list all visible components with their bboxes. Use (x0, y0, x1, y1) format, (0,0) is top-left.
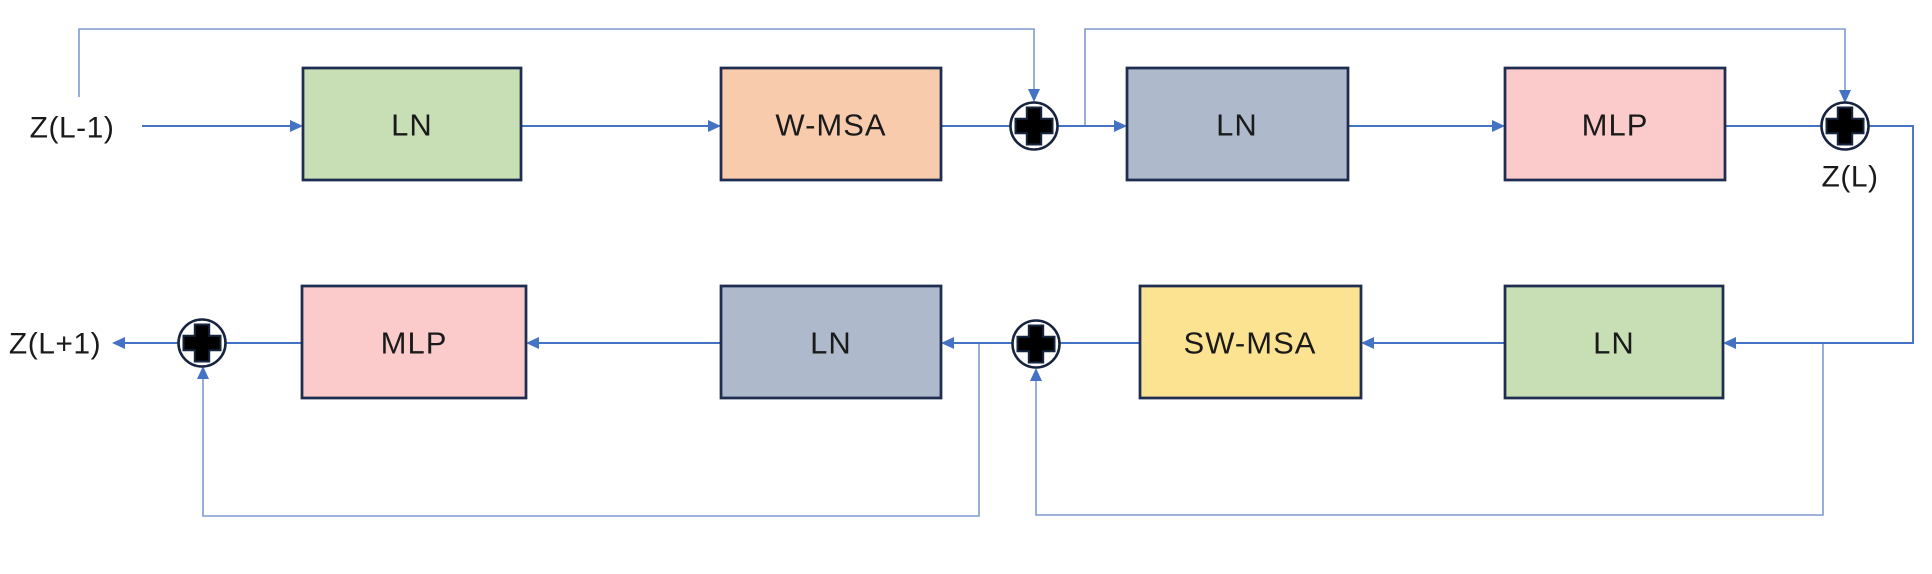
block-bottom-swmsa: SW-MSA (1138, 284, 1363, 400)
block-bottom-swmsa-label: SW-MSA (1184, 326, 1317, 361)
block-top-ln1-box (301, 66, 523, 182)
block-bottom-ln1-box (1503, 284, 1725, 400)
block-top-mlp-box (1503, 66, 1727, 182)
skip-connection-input-to-add1 (78, 28, 1040, 102)
input-label: Z(L-1) (30, 112, 115, 145)
add-operator-icon (1820, 101, 1870, 151)
block-bottom-ln2-box (719, 284, 943, 400)
block-bottom-ln2: LN (719, 284, 943, 400)
skip-connection-add1-to-add2 (1084, 28, 1851, 126)
add-operator-icon (1011, 319, 1061, 369)
skip-connection-zl-to-add3 (1030, 343, 1824, 516)
block-top-wmsa: W-MSA (719, 66, 943, 182)
output-label: Z(L+1) (9, 328, 101, 361)
skip-connection-add3-to-add4 (197, 343, 980, 517)
block-top-mlp-label: MLP (1582, 108, 1649, 143)
block-top-ln1-label: LN (391, 108, 433, 143)
block-top-wmsa-label: W-MSA (775, 108, 886, 143)
block-bottom-ln2-label: LN (810, 326, 852, 361)
block-top-ln2-box (1125, 66, 1350, 182)
block-top-ln2: LN (1125, 66, 1350, 182)
block-bottom-mlp-label: MLP (381, 326, 448, 361)
intermediate-label: Z(L) (1822, 161, 1879, 194)
block-bottom-mlp-box (300, 284, 528, 400)
flow-zl-down-to-bottom-ln (1723, 125, 1914, 349)
block-bottom-ln1: LN (1503, 284, 1725, 400)
block-top-mlp: MLP (1503, 66, 1727, 182)
add-operator-icon (177, 318, 227, 368)
block-top-wmsa-box (719, 66, 943, 182)
block-bottom-swmsa-box (1138, 284, 1363, 400)
add-operator-icon (1009, 101, 1059, 151)
block-bottom-ln1-label: LN (1593, 326, 1635, 361)
block-top-ln1: LN (301, 66, 523, 182)
block-top-ln2-label: LN (1216, 108, 1258, 143)
block-bottom-mlp: MLP (300, 284, 528, 400)
